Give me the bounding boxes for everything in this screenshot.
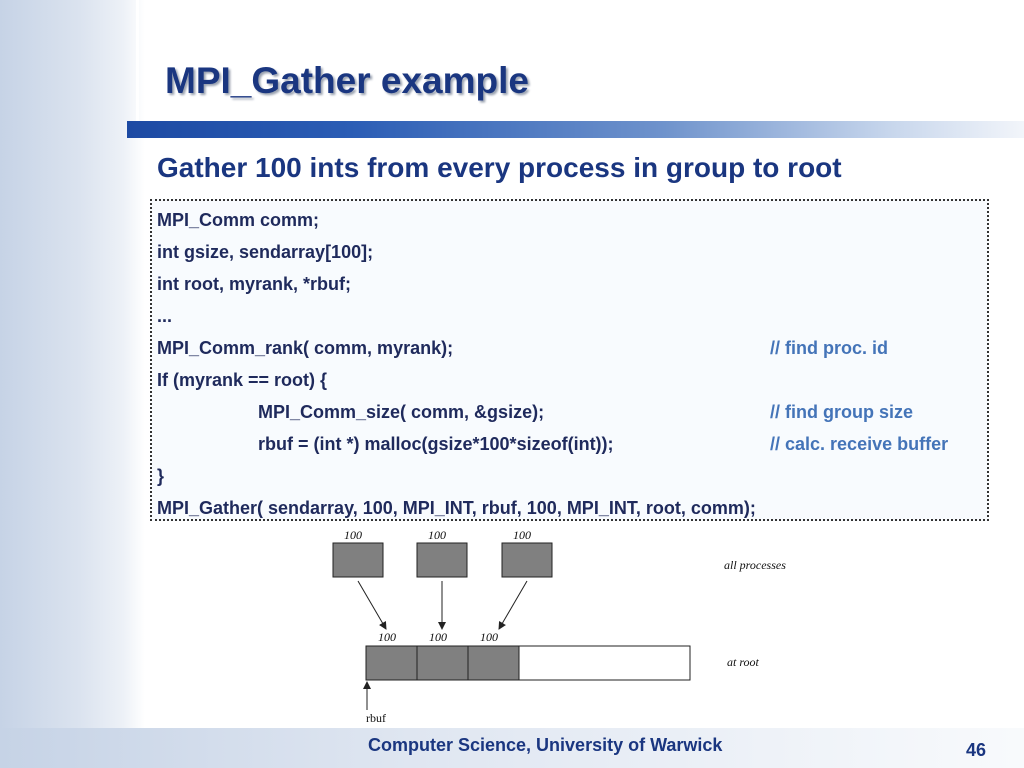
code-box: MPI_Comm comm; int gsize, sendarray[100]… — [150, 199, 989, 521]
recv-label-1: 100 — [378, 630, 396, 644]
code-line-4: ... — [157, 306, 173, 326]
send-block-3 — [501, 542, 553, 578]
recv-label-2: 100 — [429, 630, 447, 644]
rbuf-label: rbuf — [366, 711, 386, 725]
recv-label-3: 100 — [480, 630, 498, 644]
gather-arrow-1 — [357, 580, 387, 630]
code-comment-8: // calc. receive buffer — [770, 434, 949, 454]
recv-block-2 — [416, 645, 469, 681]
recv-block-1 — [365, 645, 418, 681]
at-root-label: at root — [727, 655, 760, 669]
send-label-3: 100 — [513, 528, 531, 542]
title-underline-bar — [127, 121, 1024, 138]
code-line-10: MPI_Gather( sendarray, 100, MPI_INT, rbu… — [157, 498, 756, 518]
send-label-1: 100 — [344, 528, 362, 542]
slide-title: MPI_Gather example — [165, 60, 529, 101]
code-line-2: int gsize, sendarray[100]; — [157, 242, 374, 262]
left-decorative-band — [0, 0, 145, 768]
recv-block-3 — [467, 645, 520, 681]
send-block-2 — [416, 542, 468, 578]
send-block-1 — [332, 542, 384, 578]
footer-text: Computer Science, University of Warwick — [368, 735, 723, 755]
code-line-1: MPI_Comm comm; — [157, 210, 320, 230]
code-line-7: MPI_Comm_size( comm, &gsize); — [258, 402, 545, 422]
code-line-6: If (myrank == root) { — [157, 370, 328, 390]
send-label-2: 100 — [428, 528, 446, 542]
slide-subtitle: Gather 100 ints from every process in gr… — [157, 152, 842, 183]
page-number: 46 — [966, 740, 987, 760]
code-line-3: int root, myrank, *rbuf; — [157, 274, 352, 294]
gather-diagram: 100 100 100 all processes 100 100 100 at… — [332, 528, 786, 725]
code-comment-5: // find proc. id — [770, 338, 888, 358]
code-line-5: MPI_Comm_rank( comm, myrank); — [157, 338, 454, 358]
footer-band — [0, 728, 1024, 768]
code-comment-7: // find group size — [770, 402, 913, 422]
all-processes-label: all processes — [724, 558, 786, 572]
gather-arrow-3 — [498, 580, 528, 630]
code-line-9: } — [157, 466, 165, 486]
code-line-8: rbuf = (int *) malloc(gsize*100*sizeof(i… — [258, 434, 614, 454]
